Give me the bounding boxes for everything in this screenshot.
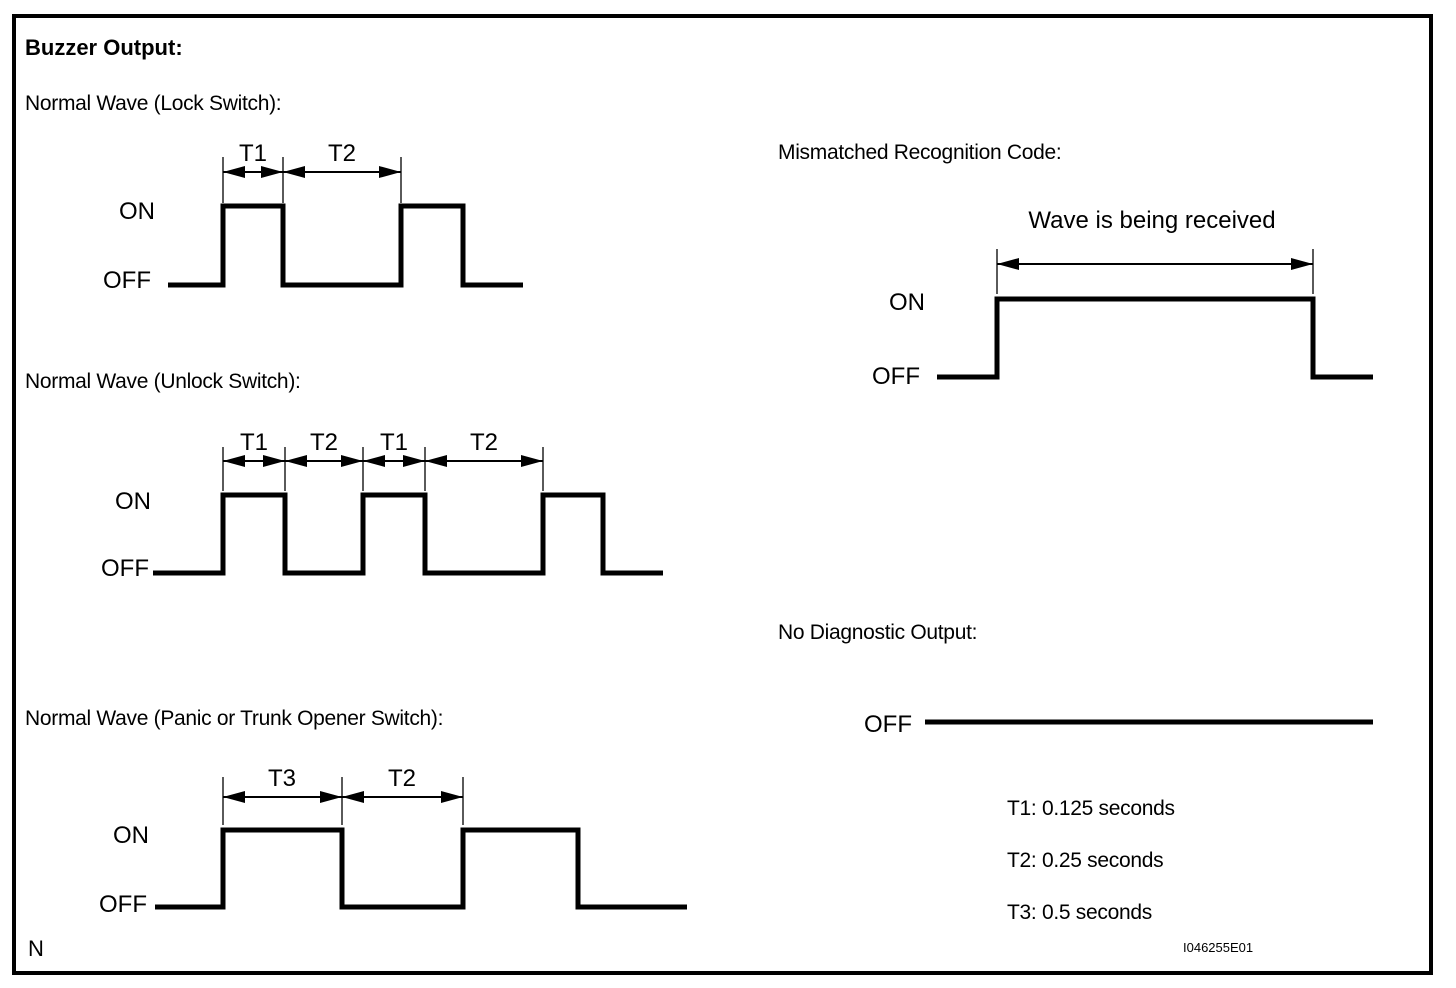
timing-t1-value: T1: 0.125 seconds [1007,797,1175,820]
unlock-wave-diagram [153,447,663,576]
unlock-t2b-label: T2 [469,429,499,457]
note-marker: N [28,936,44,961]
figure-code: I046255E01 [1183,940,1254,955]
lock-waveform [168,203,523,288]
lock-on-label: ON [119,198,155,226]
unlock-waveform [153,492,663,576]
no-output-off-label: OFF [864,711,912,739]
timing-t3-value: T3: 0.5 seconds [1007,901,1152,924]
lock-t1-label: T1 [238,140,268,168]
panic-off-label: OFF [99,891,147,919]
unlock-off-label: OFF [101,555,149,583]
lock-section-title: Normal Wave (Lock Switch): [25,92,282,115]
panic-on-label: ON [113,822,149,850]
mismatched-off-label: OFF [872,363,920,391]
unlock-t1b-label: T1 [379,429,409,457]
figure-border [12,14,1433,975]
panic-t2-label: T2 [387,765,417,793]
mismatched-wave-diagram [937,249,1373,380]
lock-wave-diagram [168,157,523,288]
lock-off-label: OFF [103,267,151,295]
unlock-t2a-label: T2 [309,429,339,457]
unlock-on-label: ON [115,488,151,516]
panic-wave-diagram [155,777,687,910]
timing-t2-value: T2: 0.25 seconds [1007,849,1164,872]
panic-section-title: Normal Wave (Panic or Trunk Opener Switc… [25,707,444,730]
mismatched-section-title: Mismatched Recognition Code: [778,141,1062,164]
page-title: Buzzer Output: [25,35,183,60]
no-output-section-title: No Diagnostic Output: [778,621,978,644]
mismatched-waveform [937,296,1373,380]
panic-waveform [155,827,687,910]
wave-received-annotation: Wave is being received [1028,207,1276,235]
panic-t3-label: T3 [267,765,297,793]
unlock-section-title: Normal Wave (Unlock Switch): [25,370,301,393]
mismatched-on-label: ON [889,289,925,317]
lock-t2-label: T2 [327,140,357,168]
unlock-t1a-label: T1 [239,429,269,457]
